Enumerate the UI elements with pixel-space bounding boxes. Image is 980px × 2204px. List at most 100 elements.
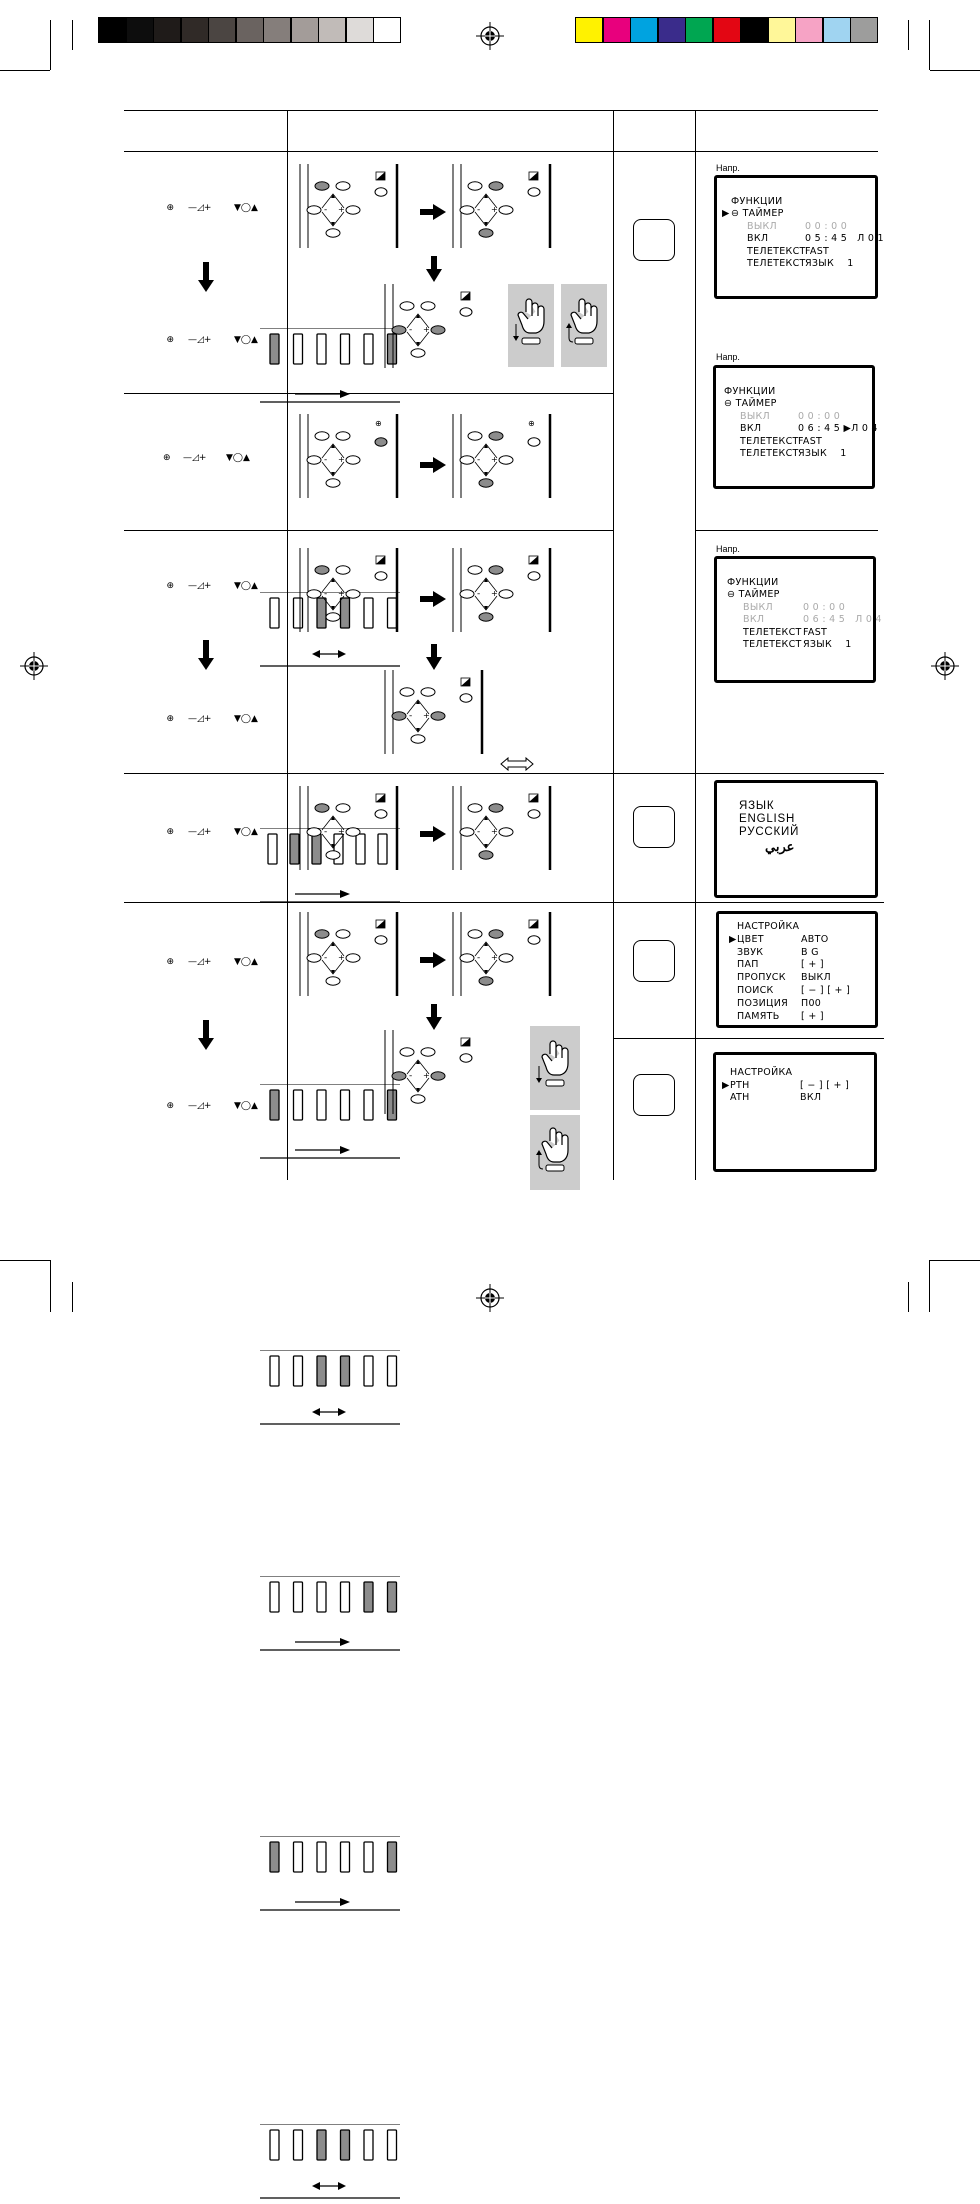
front-panel-diagram [260,1084,400,1159]
screen-menu-label: ФУНКЦИИ [724,386,776,397]
front-panel: ⊕—◿+▼◯▲ [125,788,400,1651]
front-panel-diagram [260,328,400,403]
color-swatch [712,17,741,43]
svg-text:-: - [324,455,327,465]
color-swatch [602,17,631,43]
color-swatch [767,17,796,43]
remote-control-diagram: -+ [452,786,552,870]
panel-symbol-volume: —◿+ [188,714,212,724]
screen-menu-label: ЗВУК [737,946,764,958]
remote-control-diagram: -+ [299,548,399,632]
gray-swatch [263,17,291,43]
screen-menu-row: ПАМЯТЬ[ + ] [719,1011,875,1023]
screen-menu-label: ВКЛ [747,233,769,245]
example-note: Напр. [716,544,740,554]
cursor-arrow-icon: ▶ [722,208,730,220]
screen-menu-label: PTH [730,1079,750,1091]
screen-menu-row: ⊖ ТАЙМЕР [716,398,872,410]
down-arrow-icon [198,640,214,674]
screen-menu-row: ⊖ ТАЙМЕР [717,589,873,601]
remote-control-diagram: -+ [452,548,552,632]
arrow-right-icon [420,591,446,607]
svg-text:+: + [491,455,498,464]
registration-crosshair-icon [476,22,504,50]
screen-menu-label: ТЕЛЕТЕКСТ [743,639,802,650]
front-panel: ⊕ —◿+ ▼◯▲ [125,296,400,667]
color-swatch [795,17,823,43]
svg-text:-: - [409,325,412,335]
color-swatch [850,17,878,43]
panel-symbol-program: ▼◯▲ [234,581,258,591]
screen-menu-value: 0 5 : 4 5 Л 0 1 [805,233,884,245]
svg-text:+: + [338,827,345,836]
screen-menu-label: ФУНКЦИИ [731,196,783,207]
panel-symbol-input: ⊕ [163,453,171,463]
panel-symbol-program: ▼◯▲ [234,335,258,345]
hand-press-icon [530,1026,580,1110]
screen-menu-label: ВКЛ [743,614,765,626]
hand-press-icon [561,284,607,367]
remote-control-diagram: -+⊕ [299,414,399,498]
screen-menu-value: 0 0 : 0 0 [803,601,846,613]
front-panel-diagram [260,1576,400,1651]
gray-swatch [153,17,181,43]
remote-control-diagram: -+ [299,786,399,870]
svg-text:+: + [338,589,345,598]
example-note: Напр. [716,352,740,362]
screen-menu-value: ВЫКЛ [801,972,831,984]
screen-menu-label: ПОИСК [737,985,774,996]
screen-menu-value: ВКЛ [800,1092,822,1104]
svg-text:+: + [491,589,498,598]
screen-menu-value: [ − ] [ + ] [800,1079,850,1091]
step-marker-box [633,1074,675,1116]
panel-symbol-volume: —◿+ [188,957,212,967]
gray-swatch [345,17,374,43]
panel-symbol-volume: —◿+ [188,581,212,591]
svg-text:-: - [324,827,327,837]
hand-press-icon [508,284,554,367]
screen-menu-label: ПРОПУСК [737,972,786,984]
screen-menu-label: ВЫКЛ [747,220,777,232]
screen-menu-row: ФУНКЦИИ [716,386,872,398]
front-panel: ⊕—◿+▼◯▲ [125,675,400,1425]
screen-menu-label: ТЕЛЕТЕКСТ [747,245,806,257]
gray-swatch [98,17,126,43]
screen-menu-row: ПАП[ + ] [719,959,875,971]
screen-menu-label: ПОЗИЦИЯ [737,997,789,1009]
screen-menu-row: ФУНКЦИИ [717,577,873,589]
color-swatch [822,17,851,43]
language-item: ENGLISH [739,813,796,825]
screen-menu-value: FAST [803,626,828,638]
tv-screen-language: ЯЗЫК ENGLISH РУССКИЙ عربي [714,780,878,898]
screen-menu-label: ВКЛ [740,423,762,435]
gray-swatch [208,17,236,43]
color-swatch [575,17,603,43]
svg-text:+: + [338,953,345,962]
svg-text:-: - [477,455,480,465]
language-item: РУССКИЙ [739,826,800,838]
panel-symbol-input: ⊕ [166,1101,175,1111]
screen-menu-label: ATH [730,1092,750,1104]
svg-text:-: - [324,589,327,599]
down-arrow-icon [198,1020,214,1054]
front-panel: ⊕—◿+▼◯▲ [125,918,400,1911]
front-panel: ⊕ —◿+ ▼◯▲ [125,542,400,1159]
svg-text:-: - [477,589,480,599]
remote-control-diagram: -+ [384,1030,473,1114]
svg-text:+: + [423,325,430,334]
screen-menu-value: 0 6 : 4 5 ▶Л 0 4 [798,423,878,435]
color-swatch [685,17,713,43]
front-panel-diagram [260,1350,400,1425]
